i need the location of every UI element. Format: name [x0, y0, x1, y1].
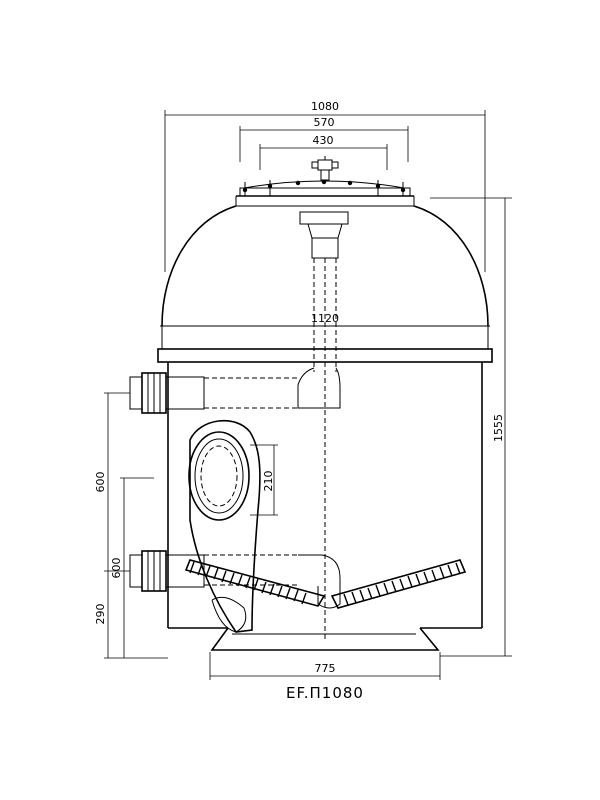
dim-base-width: 775 [209, 652, 441, 680]
upper-side-connection [129, 372, 205, 414]
dim-label-570: 570 [314, 116, 335, 129]
dim-manhole: 210 [250, 444, 278, 516]
dim-label-775: 775 [315, 662, 336, 675]
lid-flange [235, 179, 415, 207]
dim-flange-outer: 570 [239, 116, 409, 162]
lateral-slots [189, 561, 461, 606]
dim-left-bottom: 290 [94, 604, 168, 659]
internal-pipes [204, 211, 349, 640]
lateral-collectors [184, 559, 467, 609]
tank-body [167, 362, 483, 629]
dim-label-210: 210 [262, 471, 275, 492]
lid-bolts [242, 179, 406, 196]
dim-flange-inner: 430 [259, 134, 388, 170]
dim-total-height: 1555 [430, 197, 512, 657]
dim-label-600-upper: 600 [94, 472, 107, 493]
dim-label-430: 430 [313, 134, 334, 147]
air-release-valve [311, 156, 339, 181]
side-manhole [188, 419, 261, 633]
dim-left-upper: 600 [94, 392, 130, 658]
dim-left-lower: 600 [110, 477, 154, 658]
drawing-title: ΕF.Π1080 [286, 684, 364, 702]
dim-label-1555: 1555 [492, 414, 505, 442]
dim-label-600-lower: 600 [110, 558, 123, 579]
tank-base [210, 627, 440, 651]
dim-top-width: 1080 [164, 100, 486, 272]
dim-label-1080: 1080 [311, 100, 339, 113]
dim-label-290: 290 [94, 604, 107, 625]
lower-side-connection [129, 550, 205, 592]
